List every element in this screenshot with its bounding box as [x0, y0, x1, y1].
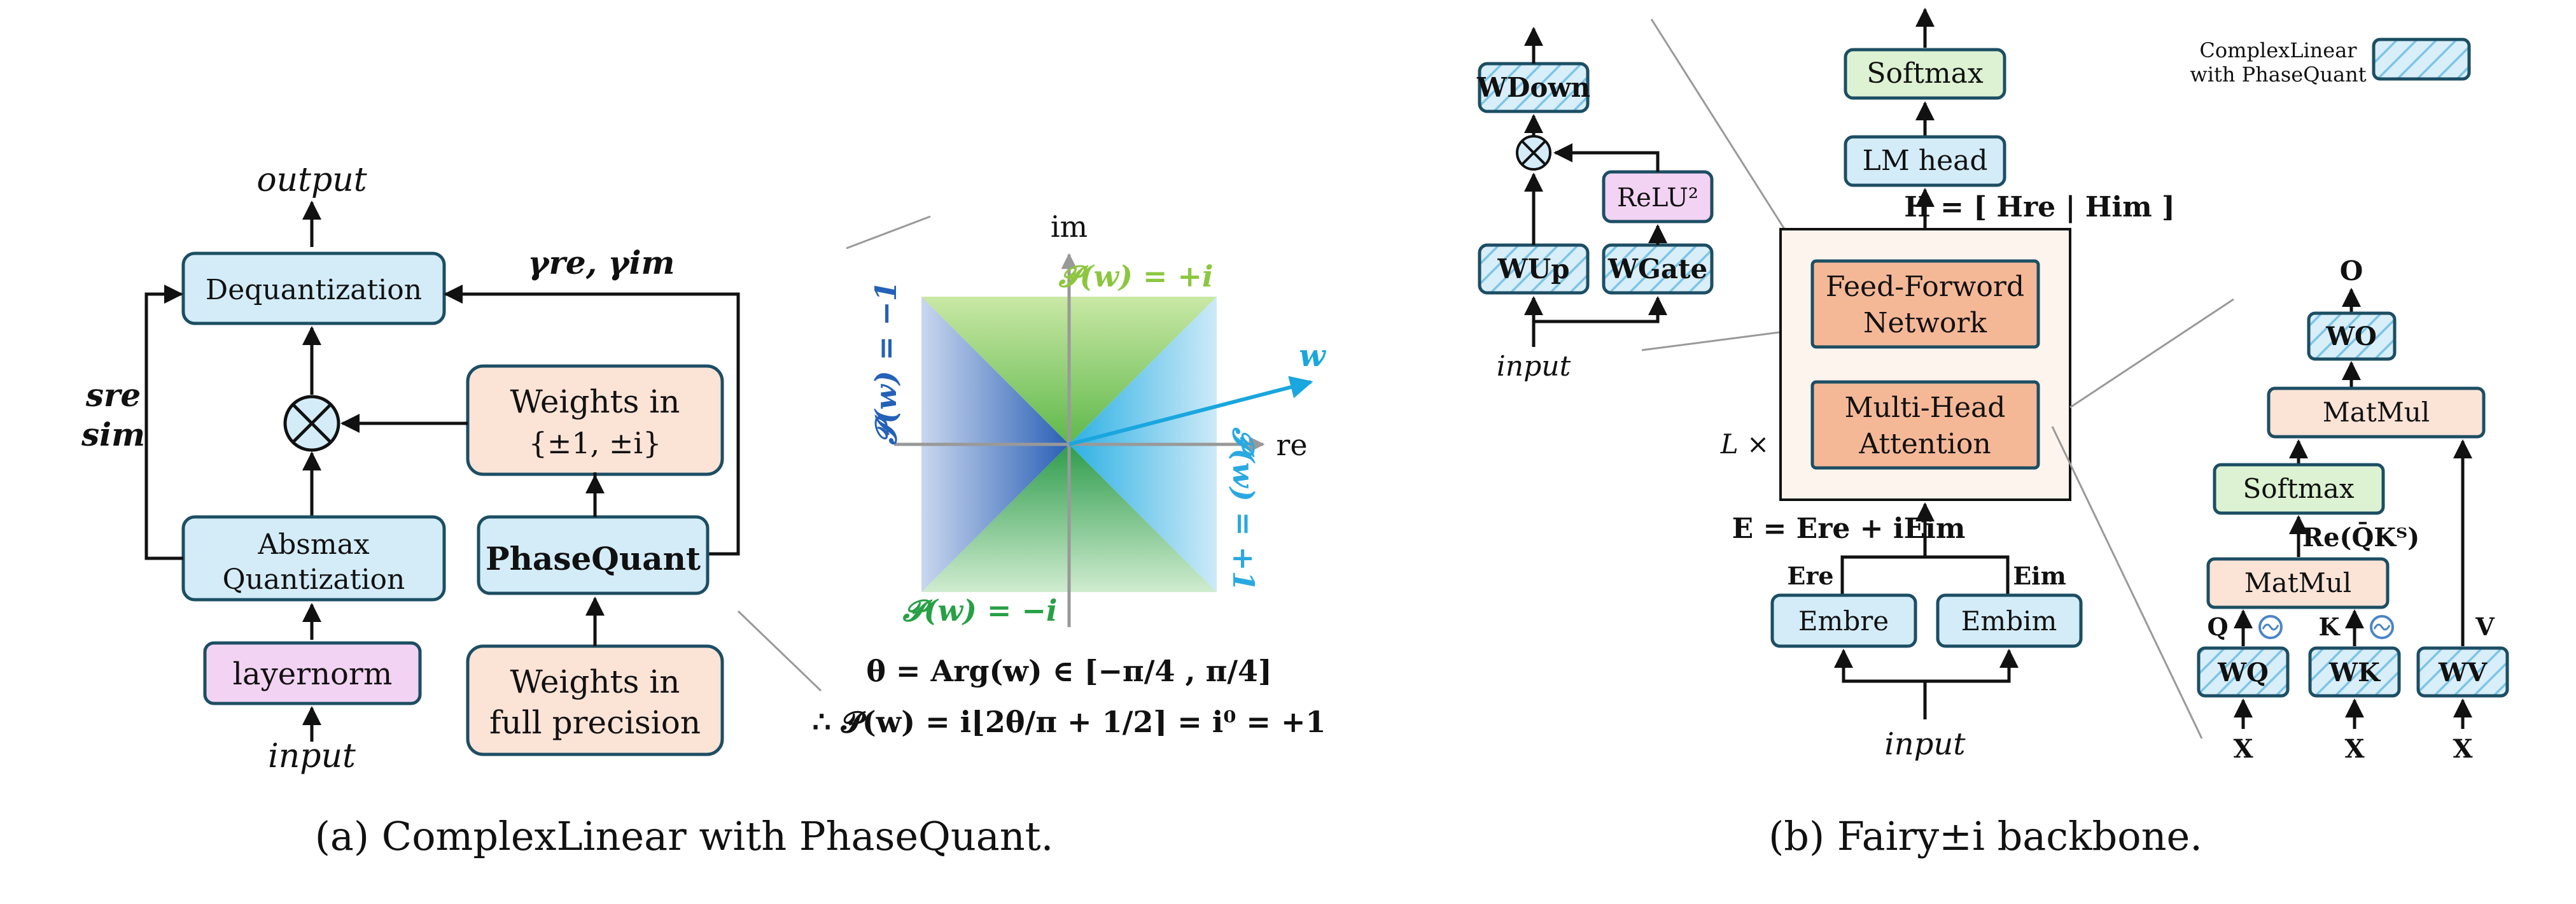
mha-line1: Multi-Head [1845, 392, 2006, 424]
layernorm-label: layernorm [233, 656, 393, 692]
w-v-box [2416, 646, 2509, 698]
q-label: Q [2207, 612, 2228, 641]
re-qk-label: Re(Q̄Kᵀ) [2302, 523, 2419, 553]
attn-o-label: O [2340, 255, 2363, 286]
x1-label: X [2233, 734, 2253, 764]
absmax-line2: Quantization [223, 563, 405, 596]
w-vector [1068, 376, 1313, 446]
emb-re-box [1770, 593, 1917, 648]
ffn-line2: Network [1863, 307, 1987, 339]
top-region-label: 𝓟(w) = +i [1059, 259, 1214, 293]
weights-fp-line2: full precision [489, 704, 701, 741]
w-k-box [2308, 646, 2401, 698]
x2-label: X [2344, 734, 2364, 764]
legend-swatch [2372, 38, 2471, 81]
w-gate-label: WGate [1607, 253, 1707, 285]
phase-plot: im re w 𝓟(w) = +i 𝓟(w) = −i 𝓟(w) = −1 𝓟(… [812, 209, 1326, 739]
dequantization-label: Dequantization [206, 274, 422, 306]
attn-softmax-label: Softmax [2243, 473, 2354, 504]
equation-theta: θ = Arg(w) ∈ [−π/4 , π/4] [866, 654, 1272, 688]
lm-head-box [1844, 135, 2006, 187]
s-re-label: sre [85, 376, 141, 414]
phasequant-label: PhaseQuant [486, 540, 701, 577]
axis-im-label: im [1051, 209, 1088, 244]
legend-line1: ComplexLinear [2199, 38, 2357, 62]
matmul-bottom-label: MatMul [2244, 567, 2351, 598]
ffn-line1: Feed-Forword [1826, 271, 2024, 303]
right-region-label: 𝓟(w) = +1 [1226, 427, 1261, 591]
gamma-label: γre, γim [528, 244, 675, 281]
x3-label: X [2453, 734, 2472, 764]
panel-a-caption: (a) ComplexLinear with PhaseQuant. [315, 813, 1054, 859]
k-label: K [2318, 612, 2341, 641]
e-equation: E = Ere + iEim [1732, 512, 1966, 545]
equation-phase: ∴ 𝓟(w) = i⌊2θ/π + 1/2⌉ = i⁰ = +1 [812, 705, 1326, 739]
phasequant-box [477, 515, 710, 595]
w-label: w [1299, 338, 1326, 374]
lm-head-label: LM head [1862, 145, 1987, 177]
w-q-label: WQ [2217, 658, 2269, 688]
layernorm-box [203, 641, 422, 705]
s-im-label: sim [81, 416, 145, 453]
mha-line2: Attention [1858, 428, 1991, 460]
panel-b: ComplexLinear with PhaseQuant WDown ReLU… [1476, 8, 2509, 859]
softmax-top-box [1844, 48, 2006, 100]
ffn-input-label: input [1497, 350, 1571, 383]
panel-b-caption: (b) Fairy±i backbone. [1768, 813, 2202, 859]
matmul-bottom-box [2206, 557, 2390, 609]
bottom-region-label: 𝓟(w) = −i [903, 593, 1058, 628]
softmax-top-label: Softmax [1866, 57, 1984, 90]
panel-b-input-label: input [1884, 726, 1966, 762]
v-label: V [2475, 612, 2495, 641]
matmul-top-box [2267, 386, 2486, 439]
relu-label: ReLU² [1617, 183, 1698, 213]
w-up-label: WUp [1497, 253, 1569, 285]
w-k-label: WK [2328, 658, 2381, 688]
matmul-top-label: MatMul [2323, 397, 2430, 428]
absmax-line1: Absmax [257, 528, 369, 561]
emb-im-box [1936, 593, 2083, 648]
panel-a-input-label: input [268, 737, 356, 775]
emb-im-label: Embim [1961, 605, 2057, 637]
weights-fp-line1: Weights in [510, 663, 680, 700]
legend-line2: with PhaseQuant [2190, 62, 2366, 87]
w-v-label: WV [2438, 658, 2488, 688]
left-region-label: 𝓟(w) = −1 [869, 281, 903, 444]
weights-quantized-line1: Weights in [510, 383, 680, 420]
panel-a-output-label: output [256, 161, 367, 199]
rotary-k-icon [2370, 615, 2394, 639]
l-times-label: L × [1720, 428, 1769, 460]
attn-softmax-box [2213, 463, 2385, 515]
emb-re-label: Embre [1798, 605, 1889, 637]
rotary-q-icon [2258, 615, 2283, 639]
weights-quantized-line2: {±1, ±i} [529, 426, 662, 460]
h-equation: H = [ Hre | Him ] [1904, 191, 2175, 223]
ffn-box [1810, 259, 2040, 349]
w-q-box [2197, 646, 2290, 698]
axis-re-label: re [1276, 428, 1307, 462]
w-o-label: WO [2325, 321, 2377, 351]
w-o-box [2307, 311, 2397, 361]
w-down-label: WDown [1476, 72, 1590, 103]
e-im-label: Eim [2013, 561, 2066, 590]
e-re-label: Ere [1787, 561, 1833, 590]
panel-a: output Dequantization γre, γim Weights i… [81, 161, 1053, 859]
mha-box [1810, 380, 2040, 470]
